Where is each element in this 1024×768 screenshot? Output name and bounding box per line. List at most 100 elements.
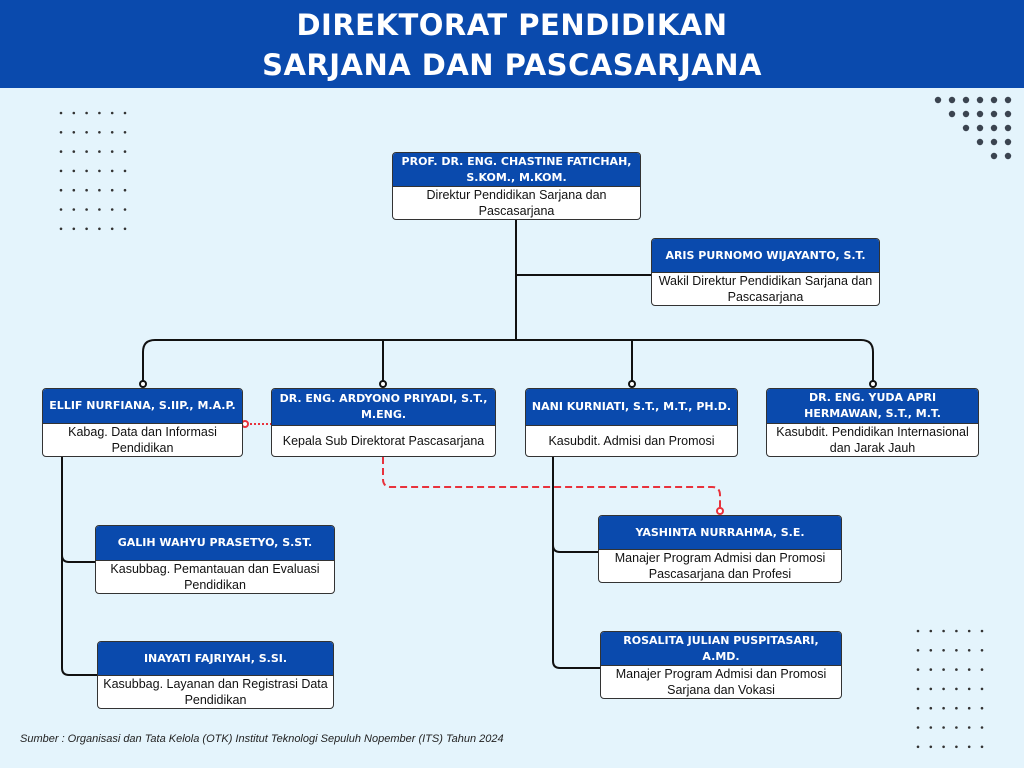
decorative-dot bbox=[942, 706, 945, 710]
node-name: DR. ENG. YUDA APRI HERMAWAN, S.T., M.T. bbox=[767, 389, 978, 423]
decorative-dot bbox=[990, 152, 998, 160]
decorative-dot bbox=[976, 110, 984, 118]
connector-ellif-subs bbox=[61, 457, 97, 676]
decorative-dot bbox=[98, 150, 101, 153]
decorative-dot bbox=[72, 169, 76, 173]
decorative-dot bbox=[980, 726, 984, 729]
decorative-dot bbox=[929, 726, 933, 729]
connector-nani-subs bbox=[552, 457, 600, 669]
decorative-dot bbox=[955, 629, 958, 633]
decorative-dot bbox=[123, 208, 127, 211]
decorative-dot bbox=[967, 706, 971, 710]
decorative-dot bbox=[934, 96, 942, 104]
decorative-dot bbox=[85, 227, 88, 231]
node-role: Kepala Sub Direktorat Pascasarjana bbox=[272, 425, 495, 456]
title-line-1: DIREKTORAT PENDIDIKAN bbox=[296, 8, 728, 42]
node-deputy: ARIS PURNOMO WIJAYANTO, S.T. Wakil Direk… bbox=[651, 238, 880, 306]
decorative-dot bbox=[98, 131, 101, 134]
decorative-dot bbox=[85, 131, 88, 134]
node-name: ROSALITA JULIAN PUSPITASARI, A.MD. bbox=[601, 632, 841, 665]
node-name: ELLIF NURFIANA, S.IIP., M.A.P. bbox=[43, 389, 242, 423]
node-name: GALIH WAHYU PRASETYO, S.ST. bbox=[96, 526, 334, 560]
decorative-dot bbox=[980, 687, 984, 691]
decorative-dot bbox=[990, 110, 998, 118]
decorative-dot bbox=[98, 188, 101, 192]
decorative-dot bbox=[85, 111, 88, 115]
node-name: DR. ENG. ARDYONO PRIYADI, S.T., M.ENG. bbox=[272, 389, 495, 425]
decorative-dot bbox=[110, 131, 114, 134]
decorative-dot bbox=[929, 745, 933, 749]
decorative-dot bbox=[1004, 138, 1012, 146]
decorative-dot bbox=[72, 208, 76, 211]
decorative-dot bbox=[962, 124, 970, 132]
decorative-dots bbox=[59, 96, 1012, 749]
decorative-dot bbox=[916, 687, 920, 691]
node-role: Manajer Program Admisi dan Promosi Sarja… bbox=[601, 665, 841, 698]
node-rosalita: ROSALITA JULIAN PUSPITASARI, A.MD. Manaj… bbox=[600, 631, 842, 699]
decorative-dot bbox=[990, 124, 998, 132]
decorative-dot bbox=[962, 110, 970, 118]
decorative-dot bbox=[948, 110, 956, 118]
decorative-dot bbox=[955, 726, 958, 729]
node-galih: GALIH WAHYU PRASETYO, S.ST. Kasubbag. Pe… bbox=[95, 525, 335, 594]
decorative-dot bbox=[123, 188, 127, 192]
decorative-dot bbox=[1004, 96, 1012, 104]
decorative-dot bbox=[123, 150, 127, 153]
decorative-dot bbox=[123, 131, 127, 134]
decorative-dot bbox=[110, 150, 114, 153]
node-name: INAYATI FAJRIYAH, S.SI. bbox=[98, 642, 333, 675]
decorative-dot bbox=[110, 227, 114, 231]
decorative-dot bbox=[110, 188, 114, 192]
decorative-dot bbox=[929, 649, 933, 652]
decorative-dot bbox=[110, 208, 114, 211]
decorative-dot bbox=[967, 649, 971, 652]
decorative-dot bbox=[962, 96, 970, 104]
decorative-dot bbox=[980, 649, 984, 652]
decorative-dot bbox=[967, 745, 971, 749]
decorative-dot bbox=[85, 169, 88, 173]
decorative-dot bbox=[916, 629, 920, 633]
decorative-dot bbox=[967, 726, 971, 729]
node-yuda: DR. ENG. YUDA APRI HERMAWAN, S.T., M.T. … bbox=[766, 388, 979, 457]
node-role: Kasubbag. Layanan dan Registrasi Data Pe… bbox=[98, 675, 333, 708]
decorative-dot bbox=[72, 227, 76, 231]
decorative-dot bbox=[98, 111, 101, 115]
decorative-dot bbox=[916, 706, 920, 710]
node-role: Direktur Pendidikan Sarjana dan Pascasar… bbox=[393, 186, 640, 219]
decorative-dot bbox=[990, 138, 998, 146]
decorative-dot bbox=[1004, 152, 1012, 160]
decorative-dot bbox=[85, 188, 88, 192]
decorative-dot bbox=[942, 668, 945, 671]
decorative-dot bbox=[929, 668, 933, 671]
decorative-dot bbox=[942, 649, 945, 652]
node-director: PROF. DR. ENG. CHASTINE FATICHAH, S.KOM.… bbox=[392, 152, 641, 220]
decorative-dot bbox=[916, 745, 920, 749]
decorative-dot bbox=[976, 138, 984, 146]
decorative-dot bbox=[72, 131, 76, 134]
decorative-dot bbox=[72, 150, 76, 153]
decorative-dot bbox=[72, 111, 76, 115]
decorative-dot bbox=[942, 745, 945, 749]
decorative-dot bbox=[929, 687, 933, 691]
decorative-dot bbox=[955, 706, 958, 710]
node-name: ARIS PURNOMO WIJAYANTO, S.T. bbox=[652, 239, 879, 272]
decorative-dot bbox=[59, 208, 63, 211]
node-yashinta: YASHINTA NURRAHMA, S.E. Manajer Program … bbox=[598, 515, 842, 583]
decorative-dot bbox=[72, 188, 76, 192]
decorative-dot bbox=[59, 188, 63, 192]
decorative-dot bbox=[59, 169, 63, 173]
decorative-dot bbox=[942, 726, 945, 729]
decorative-dot bbox=[976, 124, 984, 132]
decorative-dot bbox=[955, 687, 958, 691]
decorative-dot bbox=[967, 668, 971, 671]
node-name: NANI KURNIATI, S.T., M.T., PH.D. bbox=[526, 389, 737, 425]
decorative-dot bbox=[59, 150, 63, 153]
connector-bar bbox=[142, 339, 874, 383]
decorative-dot bbox=[85, 150, 88, 153]
decorative-dot bbox=[85, 208, 88, 211]
decorative-dot bbox=[942, 629, 945, 633]
decorative-dot bbox=[980, 668, 984, 671]
decorative-dot bbox=[59, 227, 63, 231]
decorative-dot bbox=[980, 745, 984, 749]
